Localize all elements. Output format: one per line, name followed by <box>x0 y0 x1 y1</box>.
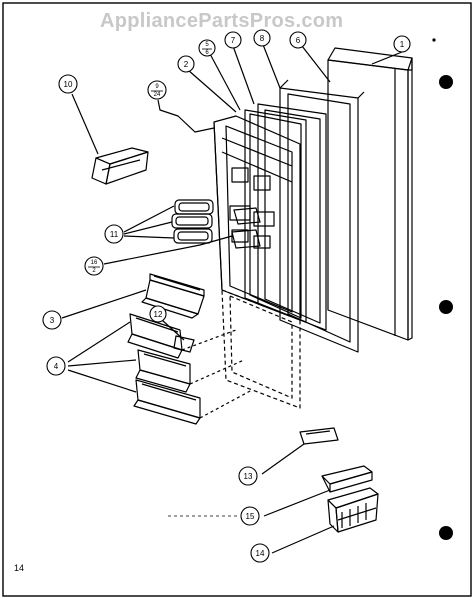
leader-8 <box>261 41 281 89</box>
dairy-compartment <box>71 93 149 185</box>
leader-1 <box>371 51 403 65</box>
storage-basket <box>271 487 379 554</box>
inner-panel-bins <box>231 207 261 249</box>
callout-6-label: 6 <box>296 36 301 45</box>
door-frame-liner <box>279 79 365 353</box>
leader-9 <box>157 99 215 133</box>
callout-15-circle <box>240 506 260 526</box>
callout-8-circle <box>253 29 271 47</box>
callout-15-label: 15 <box>246 512 255 521</box>
callout-5-numerator: 5 <box>205 42 209 48</box>
stray-mark <box>432 38 436 42</box>
callout-2-circle <box>177 55 195 73</box>
leader-5 <box>208 51 241 111</box>
callout-16-circle <box>84 256 104 276</box>
callout-10-label: 10 <box>64 80 73 89</box>
callout-5-denominator: 6 <box>205 50 209 56</box>
leader-16b <box>199 235 233 246</box>
watermark: AppliancePartsPros.com <box>100 10 344 32</box>
callout-1-label: 1 <box>400 40 405 49</box>
callout-6-circle <box>289 31 307 49</box>
callout-11-label: 11 <box>110 230 119 239</box>
small-tray <box>261 427 339 475</box>
callout-11-circle <box>104 224 124 244</box>
binder-hole-middle <box>439 300 453 314</box>
page-border <box>2 2 472 597</box>
callout-5-circle <box>198 39 216 57</box>
callout-7-label: 7 <box>231 36 236 45</box>
breaker-strip <box>244 109 307 323</box>
callout-16-numerator: 16 <box>91 260 98 266</box>
callout-12-label: 12 <box>154 310 163 319</box>
callout-14-circle <box>250 543 270 563</box>
callout-2-label: 2 <box>184 60 189 69</box>
callout-16-denominator: 2 <box>92 268 96 274</box>
callout-7-circle <box>224 31 242 49</box>
callout-13-circle <box>238 466 258 486</box>
page-number: 14 <box>14 563 25 573</box>
callout-9-circle <box>147 80 167 100</box>
outer-door-panel <box>327 47 413 341</box>
callout-13-label: 13 <box>244 472 253 481</box>
callout-4-circle <box>46 356 66 376</box>
storage-lid <box>263 465 373 517</box>
callout-8-label: 8 <box>260 34 265 43</box>
callout-1-circle <box>393 35 411 53</box>
door-shelves-lower <box>67 313 253 425</box>
callout-4-label: 4 <box>54 362 59 371</box>
binder-hole-bottom <box>439 526 453 540</box>
leader-7 <box>232 45 255 105</box>
leader-2 <box>187 69 237 113</box>
callout-10-circle <box>58 74 78 94</box>
leader-6 <box>301 45 331 83</box>
inner-door-panel <box>213 115 301 321</box>
callout-3-circle <box>42 310 62 330</box>
leader-16 <box>103 244 201 265</box>
door-shelf-upper <box>61 273 205 319</box>
callout-12-circle <box>149 305 167 323</box>
callout-9-numerator: 9 <box>155 84 159 90</box>
callout-3-label: 3 <box>50 316 55 325</box>
stacked-bins <box>123 199 214 244</box>
binder-hole-top <box>439 75 453 89</box>
callout-14-label: 14 <box>256 549 265 558</box>
lower-door-outline <box>221 289 301 409</box>
callout-9-denominator: 24 <box>154 92 161 98</box>
